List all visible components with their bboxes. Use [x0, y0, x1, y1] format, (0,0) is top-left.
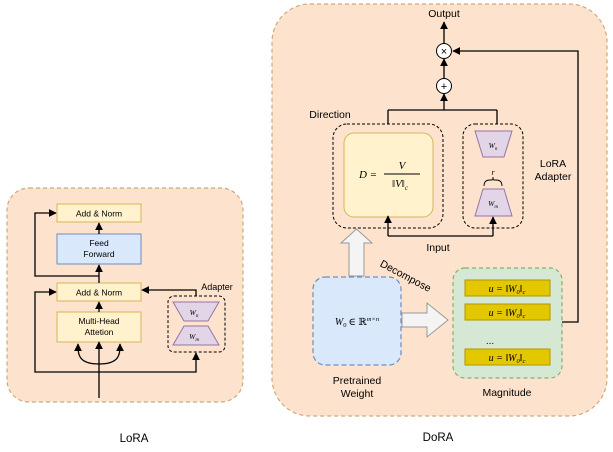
dora-magnitude-row-box	[464, 348, 551, 366]
lora-feed-forward-line2: Forward	[83, 249, 114, 259]
lora-adapter-to-addnorm	[141, 286, 197, 296]
dora-magnitude-row-formula: u = ‖W0‖c	[489, 353, 526, 365]
dora-direction-formula-box	[343, 132, 434, 218]
lora-caption: LoRA	[120, 433, 149, 445]
dora-magnitude-to-multiply	[452, 47, 579, 323]
dora-pretrained-label-line1: Pretrained	[333, 375, 382, 387]
lora-mha-line2: Attetion	[85, 327, 114, 337]
lora-input-branch-right	[98, 343, 124, 365]
dora-multiply-symbol: ×	[441, 46, 447, 58]
dora-input-label: Input	[426, 242, 449, 254]
lora-adapter-label: Adapter	[201, 282, 233, 292]
lora-wm-label: Wm	[189, 332, 199, 343]
lora-wn-trapezoid	[172, 301, 220, 322]
dora-magnitude-rows: u = ‖W0‖c u = ‖W0‖c u = ‖W0‖c	[464, 279, 551, 366]
dora-wm-label: Wm	[488, 199, 498, 210]
dora-direction-label: Direction	[309, 109, 351, 121]
dora-lora-adapter-label-line2: Adapter	[535, 171, 572, 183]
lora-input-to-adapter	[99, 352, 200, 373]
lora-add-norm-mid-label: Add & Norm	[76, 288, 122, 298]
dora-output-label: Output	[428, 8, 460, 20]
dora-magnitude-row-formula: u = ‖W0‖c	[489, 308, 526, 320]
dora-wn-trapezoid	[474, 130, 513, 158]
lora-panel: Add & Norm Feed Forward Add & Norm Multi…	[6, 187, 244, 445]
dora-direction-denominator: ‖V‖c	[392, 178, 409, 192]
dora-decompose-up-arrow	[339, 228, 374, 277]
lora-mha-box	[56, 311, 142, 343]
lora-wn-label: Wn	[190, 308, 199, 319]
dora-magnitude-row-formula: u = ‖W0‖c	[489, 284, 526, 296]
lora-feed-forward-line1: Feed	[89, 238, 109, 248]
dora-direction-lhs: D =	[358, 169, 377, 181]
lora-add-norm-top-label: Add & Norm	[76, 209, 122, 219]
dora-lora-adapter-label-line1: LoRA	[540, 158, 566, 170]
dora-magnitude-ellipsis: ...	[486, 336, 494, 347]
lora-residual-ff	[34, 209, 99, 277]
lora-input-branch-left	[74, 343, 100, 365]
dora-rank-label: r	[491, 168, 495, 177]
lora-wm-trapezoid	[172, 325, 220, 346]
lora-mha-line1: Multi-Head	[78, 316, 119, 326]
dora-wm-trapezoid	[474, 188, 513, 217]
dora-pretrained-weight-box	[312, 276, 402, 366]
dora-pretrained-label-line2: Weight	[341, 388, 374, 400]
lora-residual-attention	[34, 288, 99, 373]
dora-decompose-right-arrow	[401, 301, 449, 339]
dora-rank-brace	[483, 176, 503, 187]
lora-feed-forward-box	[56, 233, 142, 265]
dora-magnitude-row-box	[464, 279, 551, 297]
dora-magnitude-row-box	[464, 303, 551, 321]
dora-direction-numerator: V	[399, 160, 407, 172]
dora-pretrained-formula: W0∈ ℝm×n	[335, 316, 379, 329]
dora-magnitude-label: Magnitude	[482, 387, 531, 399]
dora-add-symbol: +	[441, 81, 447, 93]
lora-add-norm-top-box	[56, 203, 142, 223]
dora-wn-label: Wn	[489, 141, 498, 152]
dora-panel: Output × + Direction D = V ‖V‖c Wn r Wm …	[271, 3, 608, 444]
dora-caption: DoRA	[423, 432, 454, 444]
